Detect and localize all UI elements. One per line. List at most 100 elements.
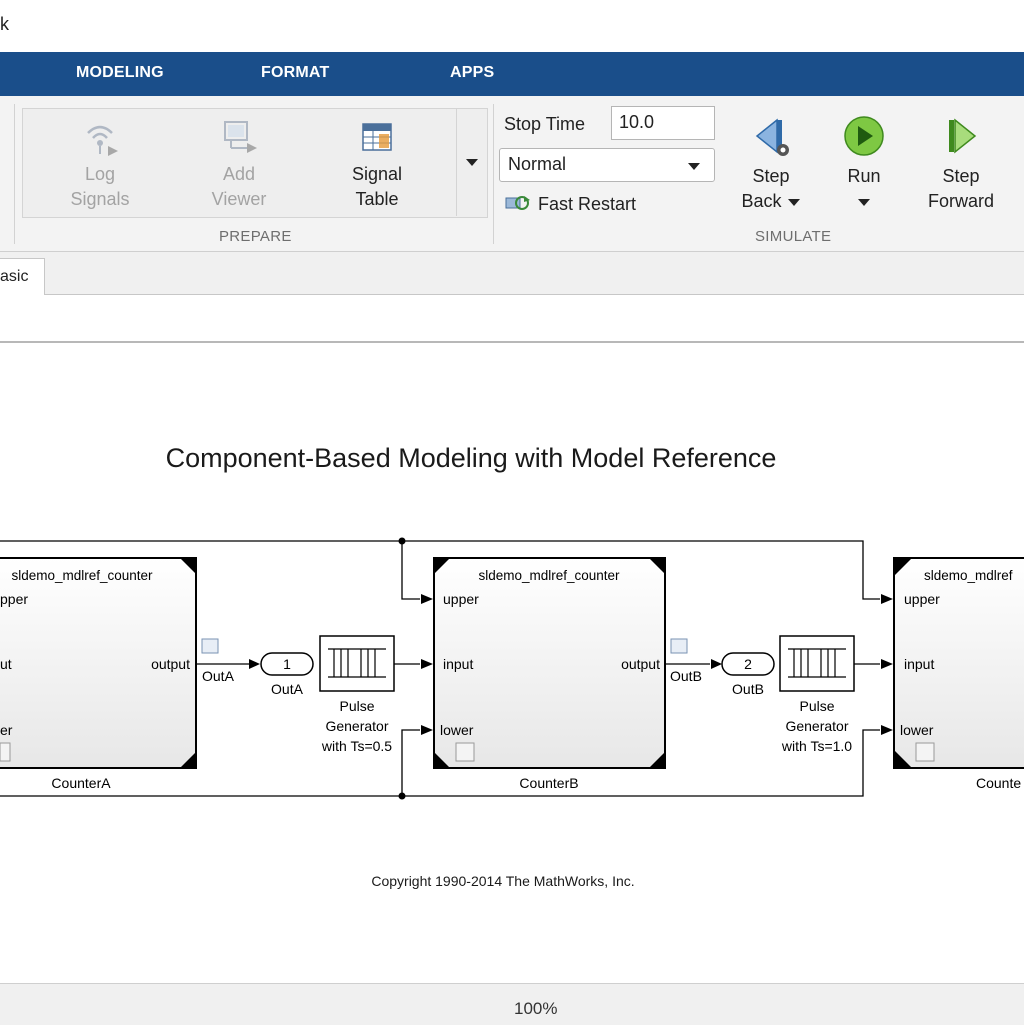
branch-point bbox=[398, 537, 406, 545]
chevron-down-icon bbox=[787, 199, 800, 206]
fast-restart-label: Fast Restart bbox=[538, 194, 637, 214]
pulse-generator-2-label-1: Pulse bbox=[799, 698, 834, 714]
signal-table-label-1: Signal bbox=[351, 164, 403, 184]
model-reference-icon bbox=[915, 742, 935, 762]
prepare-gallery-expand-button[interactable] bbox=[456, 108, 487, 216]
model-reference-icon bbox=[0, 742, 11, 762]
pulse-generator-1-label-3: with Ts=0.5 bbox=[321, 738, 392, 754]
log-signals-button[interactable]: Log Signals bbox=[60, 118, 140, 212]
chevron-down-icon bbox=[688, 163, 700, 170]
tab-format[interactable]: FORMAT bbox=[261, 64, 330, 81]
counter-a-upper-port: pper bbox=[0, 591, 28, 607]
tab-apps[interactable]: APPS bbox=[450, 64, 495, 81]
signal-table-icon bbox=[362, 123, 392, 151]
add-viewer-label-2: Viewer bbox=[211, 189, 267, 209]
pulse-generator-1-label-1: Pulse bbox=[339, 698, 374, 714]
counter-a-block[interactable]: sldemo_mdlref_counter pper ut er output bbox=[0, 557, 197, 769]
outport-2-label: OutB bbox=[732, 681, 764, 697]
run-button[interactable]: Run bbox=[828, 116, 900, 214]
pulse-generator-2-label-2: Generator bbox=[785, 718, 848, 734]
window-title-bar: k bbox=[0, 0, 1024, 53]
add-viewer-button[interactable]: Add Viewer bbox=[199, 118, 279, 212]
status-bar: 100% bbox=[0, 983, 1024, 1025]
run-label: Run bbox=[847, 166, 881, 186]
counter-a-model-name: sldemo_mdlref_counter bbox=[11, 568, 153, 583]
outport-1-block[interactable] bbox=[260, 652, 314, 676]
signal-lines bbox=[0, 540, 880, 797]
block-diagram: Component-Based Modeling with Model Refe… bbox=[0, 443, 1024, 889]
ribbon-toolstrip: Log Signals Add Viewer Signal Table PREP… bbox=[0, 96, 1024, 252]
counter-c-block[interactable]: sldemo_mdlref upper input lower bbox=[893, 557, 1024, 769]
counter-b-block[interactable]: sldemo_mdlref_counter upper input lower … bbox=[433, 557, 666, 769]
copyright-notice: Copyright 1990-2014 The MathWorks, Inc. bbox=[371, 873, 634, 889]
document-tab-strip: asic bbox=[0, 252, 1024, 295]
pulse-generator-2-label-3: with Ts=1.0 bbox=[781, 738, 852, 754]
ribbon-tab-bar: MODELING FORMAT APPS bbox=[0, 52, 1024, 144]
out-b-signal-name: OutB bbox=[670, 668, 702, 684]
counter-a-lower-port: er bbox=[0, 722, 13, 738]
add-viewer-label-1: Add bbox=[222, 164, 256, 184]
model-browser-bar bbox=[0, 295, 1024, 343]
counter-b-output-port: output bbox=[621, 656, 660, 672]
counter-c-lower-port: lower bbox=[900, 722, 934, 738]
zoom-level[interactable]: 100% bbox=[514, 999, 558, 1018]
counter-a-label: CounterA bbox=[51, 775, 111, 791]
counter-b-label: CounterB bbox=[519, 775, 578, 791]
stop-time-label: Stop Time bbox=[504, 114, 586, 134]
step-back-button[interactable]: Step Back bbox=[731, 116, 811, 214]
run-icon bbox=[844, 116, 884, 156]
step-forward-button[interactable]: Step Forward bbox=[918, 116, 1004, 214]
counter-c-input-port: input bbox=[904, 656, 934, 672]
signal-logging-badge-icon bbox=[670, 638, 688, 654]
tab-modeling[interactable]: MODELING bbox=[76, 64, 164, 81]
outport-2-block[interactable] bbox=[721, 652, 775, 676]
add-viewer-icon bbox=[224, 121, 257, 153]
ribbon-divider bbox=[14, 104, 15, 244]
step-back-label-1: Step bbox=[752, 166, 790, 186]
counter-b-upper-port: upper bbox=[443, 591, 479, 607]
log-signals-label-1: Log bbox=[84, 164, 116, 184]
pulse-generator-2-block[interactable] bbox=[779, 635, 855, 692]
counter-b-input-port: input bbox=[443, 656, 473, 672]
model-canvas[interactable]: Component-Based Modeling with Model Refe… bbox=[0, 343, 1024, 983]
signal-table-button[interactable]: Signal Table bbox=[337, 118, 417, 212]
step-forward-label-1: Step bbox=[942, 166, 980, 186]
arrowheads bbox=[249, 594, 893, 735]
simulation-mode-value: Normal bbox=[508, 154, 567, 174]
chevron-down-icon bbox=[466, 159, 478, 166]
out-a-signal-name: OutA bbox=[202, 668, 235, 684]
window-title: k bbox=[0, 14, 9, 34]
counter-a-input-port: ut bbox=[0, 656, 12, 672]
signal-logging-badge-icon bbox=[201, 638, 219, 654]
ribbon-divider bbox=[493, 104, 494, 244]
chevron-down-icon bbox=[858, 199, 870, 206]
log-signals-label-2: Signals bbox=[70, 189, 130, 209]
step-forward-label-2: Forward bbox=[927, 191, 994, 211]
outport-1-number: 1 bbox=[283, 656, 291, 672]
fast-restart-button[interactable]: Fast Restart bbox=[504, 194, 636, 215]
signal-table-label-2: Table bbox=[355, 189, 399, 209]
step-back-label-2: Back bbox=[741, 191, 782, 211]
counter-c-label: Counte bbox=[976, 775, 1021, 791]
outport-1-label: OutA bbox=[271, 681, 304, 697]
step-back-icon bbox=[755, 118, 789, 156]
stop-time-input[interactable]: 10.0 bbox=[611, 106, 715, 140]
pulse-generator-1-label-2: Generator bbox=[325, 718, 388, 734]
step-forward-icon bbox=[949, 118, 977, 154]
model-tab[interactable]: asic bbox=[0, 258, 45, 295]
counter-c-model-name: sldemo_mdlref bbox=[924, 568, 1013, 583]
model-tab-label: asic bbox=[0, 268, 29, 285]
outport-2-number: 2 bbox=[744, 656, 752, 672]
fast-restart-icon bbox=[505, 196, 530, 210]
pulse-generator-1-block[interactable] bbox=[319, 635, 395, 692]
prepare-section-label: PREPARE bbox=[219, 228, 292, 245]
branch-point bbox=[398, 792, 406, 800]
counter-a-output-port: output bbox=[151, 656, 190, 672]
log-signals-icon bbox=[87, 125, 118, 156]
simulation-mode-select[interactable]: Normal bbox=[499, 148, 715, 182]
model-reference-icon bbox=[455, 742, 475, 762]
counter-b-model-name: sldemo_mdlref_counter bbox=[478, 568, 620, 583]
simulate-section-label: SIMULATE bbox=[755, 228, 832, 245]
diagram-title: Component-Based Modeling with Model Refe… bbox=[166, 443, 777, 473]
counter-c-upper-port: upper bbox=[904, 591, 940, 607]
